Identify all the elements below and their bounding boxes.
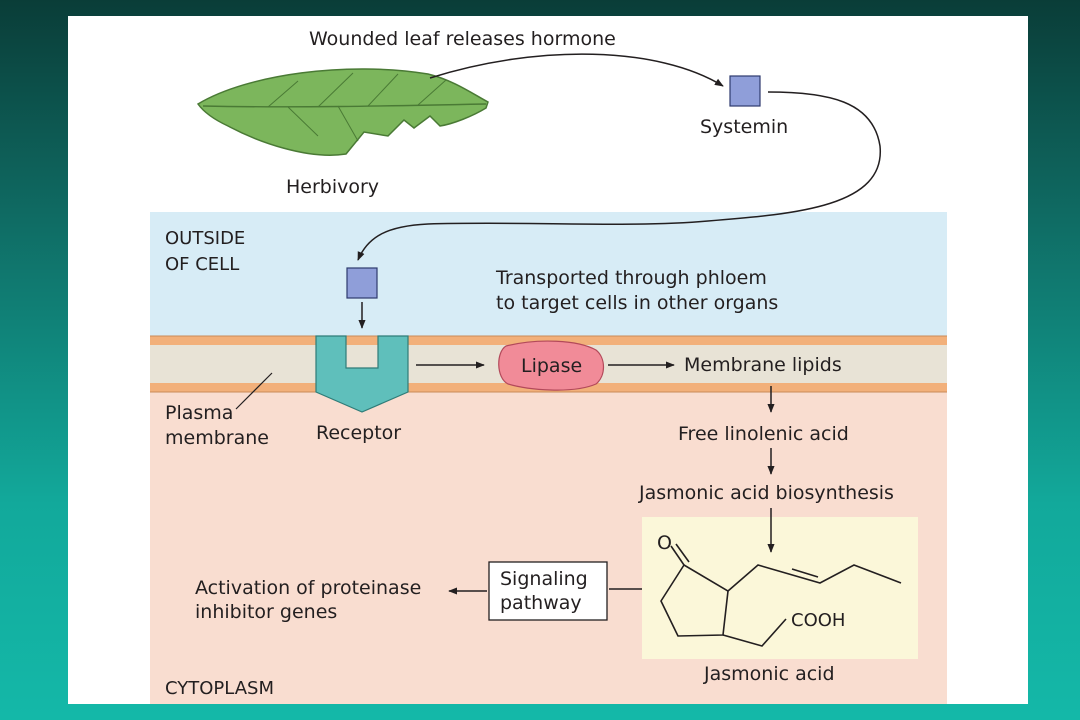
arrow-phloem-transport: [357, 91, 881, 261]
signaling-pathway-box: [488, 561, 608, 621]
systemin-square-icon: [729, 75, 761, 107]
jasmonic-acid-label: Jasmonic acid: [703, 663, 835, 685]
systemin-at-receptor-icon: [346, 267, 378, 299]
wounded-leaf-label: Wounded leaf releases hormone: [309, 28, 616, 50]
systemin-label: Systemin: [700, 116, 788, 138]
jasmonic-acid-box: [642, 517, 918, 659]
outside-cell-label-line1: OUTSIDE: [165, 228, 245, 249]
receptor-label: Receptor: [316, 422, 401, 444]
plasma-membrane-label-line1: Plasma: [165, 402, 233, 424]
cooh-label: COOH: [791, 610, 845, 631]
plasma-membrane-label-line2: membrane: [165, 427, 269, 449]
free-linolenic-label: Free linolenic acid: [678, 423, 849, 445]
leaf-icon: [196, 68, 489, 156]
outside-cell-label-line2: OF CELL: [165, 254, 239, 275]
lipase-label: Lipase: [521, 355, 582, 377]
outside-cell-region: [150, 212, 947, 340]
activation-label-line2: inhibitor genes: [195, 601, 337, 623]
jasmonic-acid-structure-icon: [660, 543, 902, 647]
plasma-membrane-pointer: [235, 372, 273, 410]
activation-label-line1: Activation of proteinase: [195, 577, 421, 599]
signaling-label-line2: pathway: [500, 592, 582, 614]
herbivory-label: Herbivory: [286, 176, 379, 198]
receptor-icon: [315, 335, 409, 413]
signaling-label-line1: Signaling: [500, 568, 588, 590]
cytoplasm-label: CYTOPLASM: [165, 678, 274, 699]
lipase-icon: [498, 340, 605, 391]
arrow-leaf-to-systemin: [429, 53, 724, 87]
diagram-panel: O COOH Wounded leaf releases hormone Her…: [68, 16, 1028, 704]
transported-label-line1: Transported through phloem: [495, 267, 767, 289]
transported-label-line2: to target cells in other organs: [496, 292, 778, 314]
systemin-signaling-diagram: O COOH Wounded leaf releases hormone Her…: [150, 28, 947, 704]
membrane-lipids-label: Membrane lipids: [684, 354, 842, 376]
jasmonic-biosynthesis-label: Jasmonic acid biosynthesis: [638, 482, 894, 504]
oxygen-label: O: [657, 532, 672, 554]
